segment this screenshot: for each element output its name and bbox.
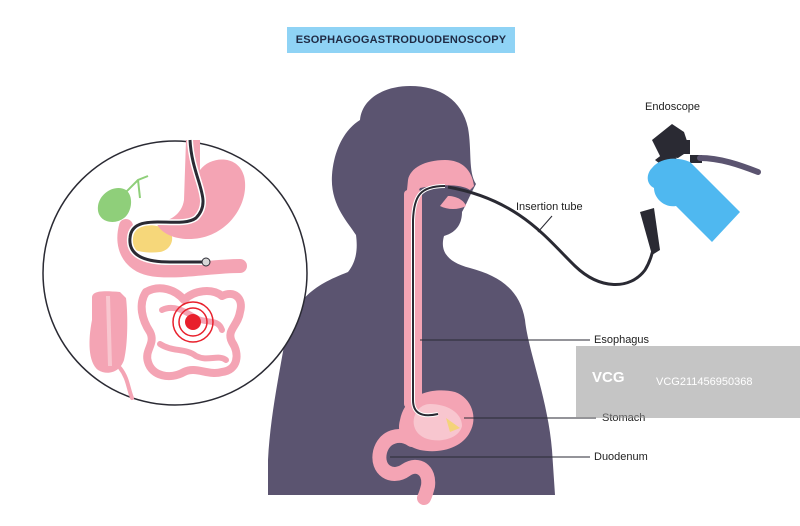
endoscope-device xyxy=(640,124,761,255)
diagram-title: ESOPHAGOGASTRODUODENOSCOPY xyxy=(287,27,515,53)
lesion-target-icon xyxy=(172,301,214,343)
label-esophagus: Esophagus xyxy=(594,334,650,346)
watermark-logo: VCG xyxy=(592,369,625,386)
leader-lines xyxy=(390,215,596,458)
small-intestine xyxy=(137,284,245,381)
duodenum-organ xyxy=(372,429,436,505)
label-insertion-tube: Insertion tube xyxy=(516,201,583,213)
label-duodenum: Duodenum xyxy=(594,451,648,463)
insertion-tube-external xyxy=(447,185,656,286)
insertion-tube-body xyxy=(411,184,446,418)
watermark-id: VCG211456950368 xyxy=(656,376,753,388)
zoom-inset xyxy=(42,139,308,406)
gallbladder-organ xyxy=(97,187,132,222)
watermark-band xyxy=(576,346,800,418)
glove-hand xyxy=(647,158,740,242)
label-endoscope: Endoscope xyxy=(645,101,701,113)
pancreas-organ xyxy=(126,224,173,253)
